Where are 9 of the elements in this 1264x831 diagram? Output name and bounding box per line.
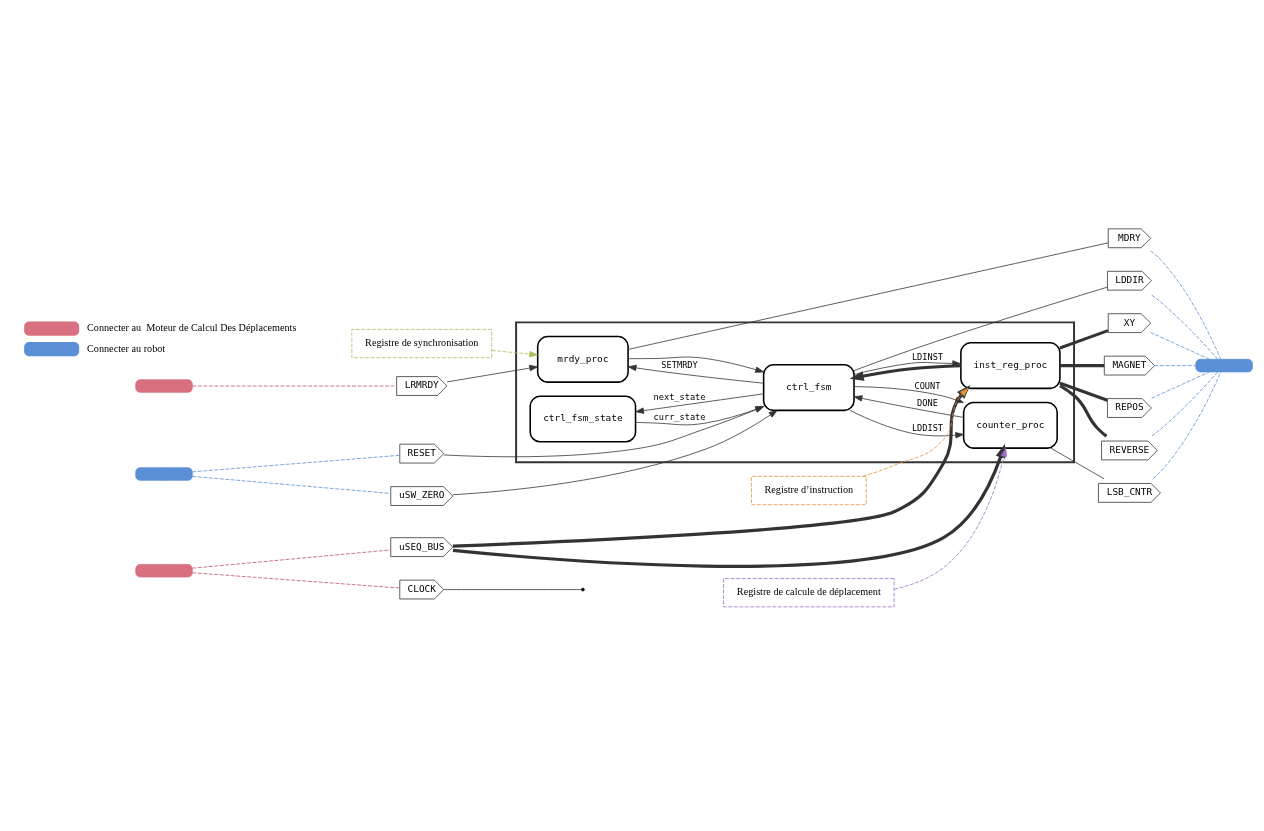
edge-label: SETMRDY — [661, 359, 698, 370]
edge-label: curr_state — [653, 412, 706, 423]
edge-label: LDDIST — [911, 422, 944, 433]
edge-label: next_state — [653, 392, 706, 403]
edge-label: LDINST — [911, 351, 944, 362]
legend-label: Connecter au robot — [87, 342, 166, 354]
legend-label: Connecter au Moteur de Calcul Des Déplacements — [87, 322, 297, 334]
edge-label: COUNT — [914, 381, 941, 392]
edge-label: DONE — [917, 397, 938, 408]
